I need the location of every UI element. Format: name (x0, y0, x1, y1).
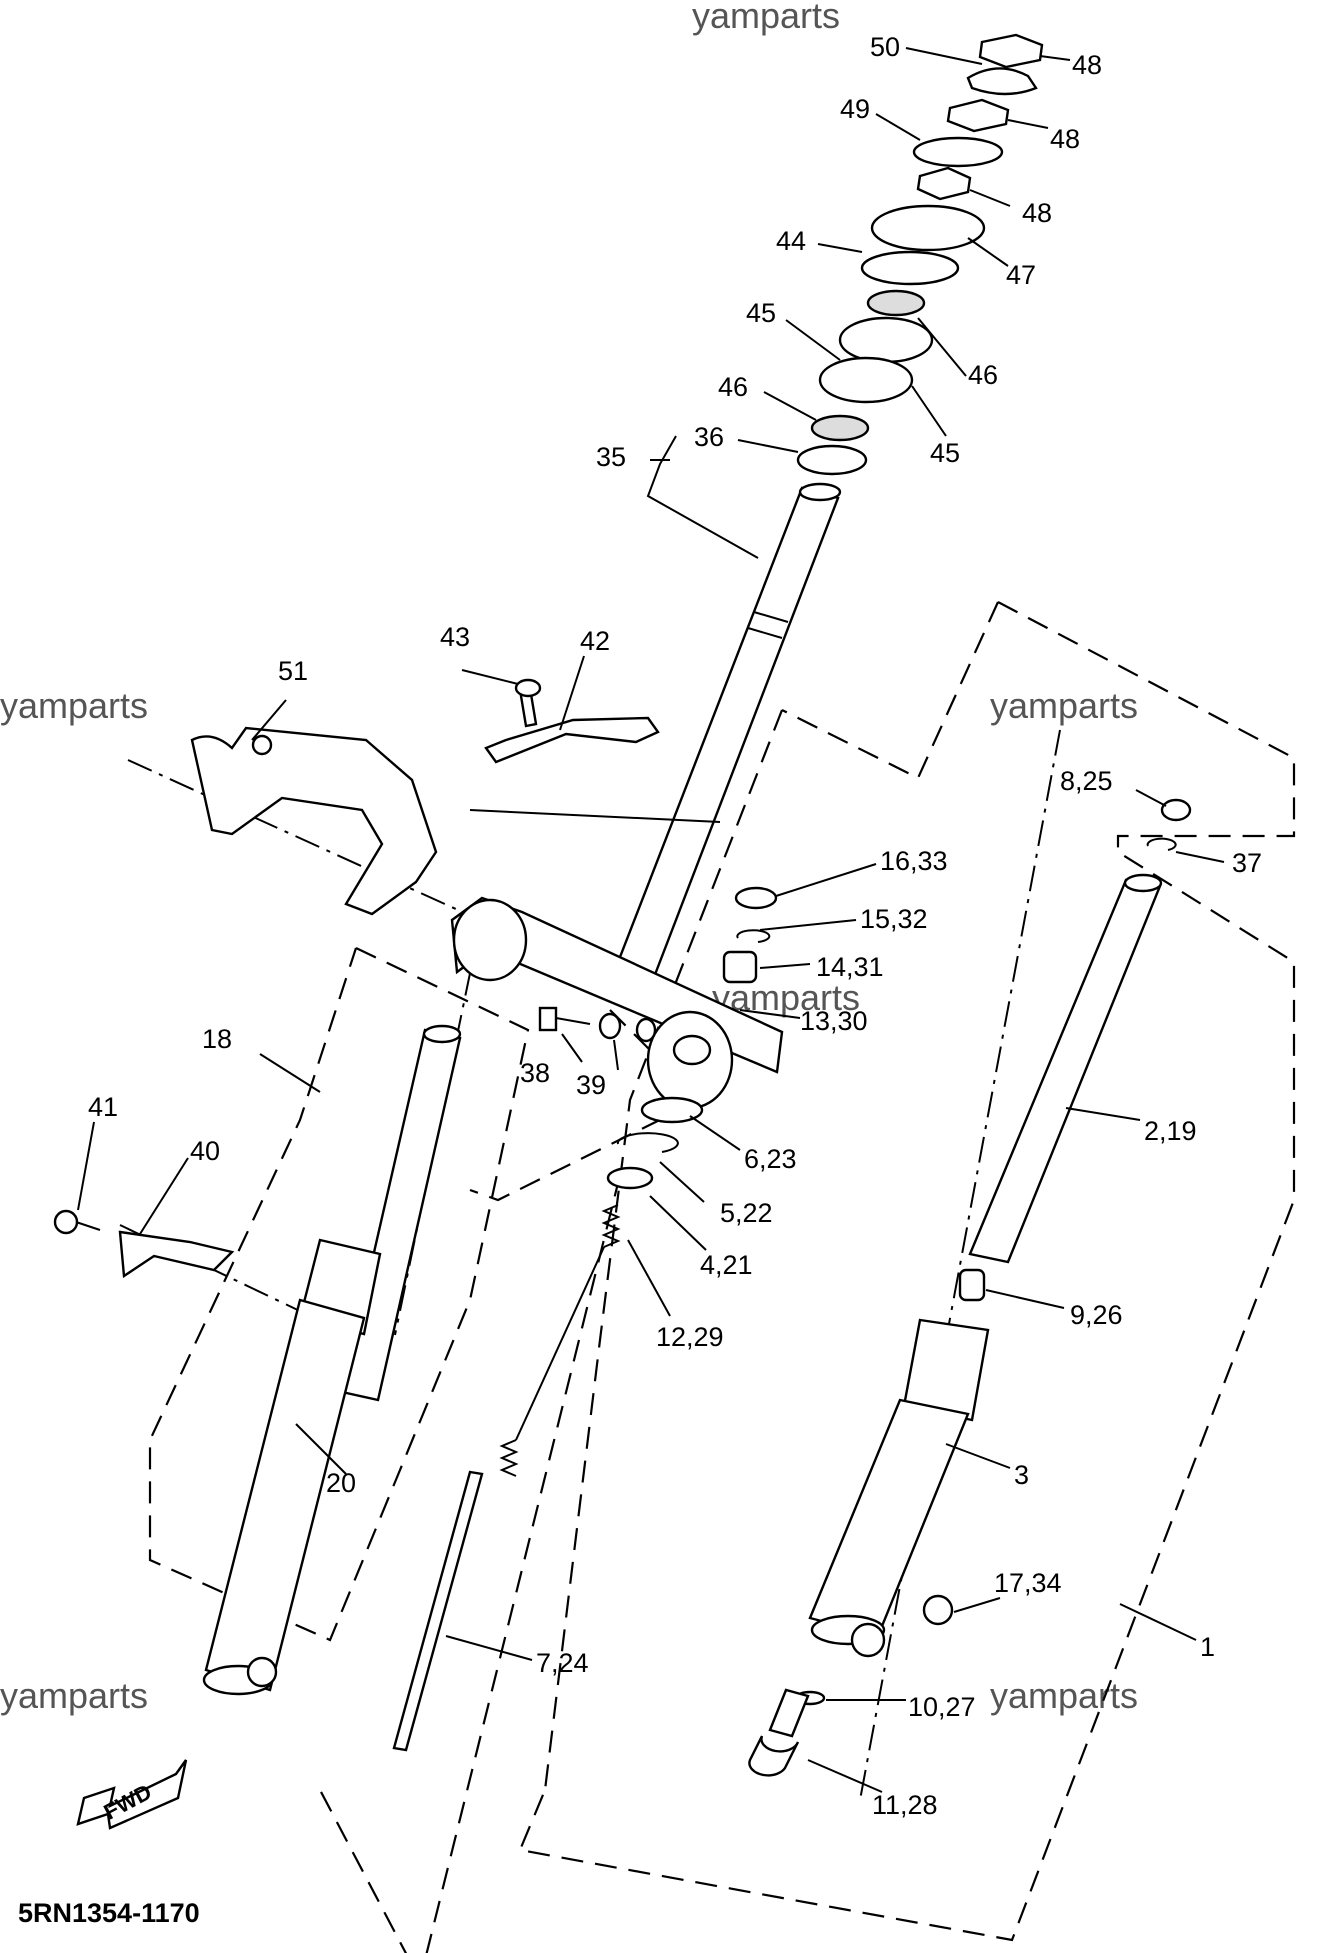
watermark-left: yamparts (0, 685, 148, 726)
under-bracket (450, 896, 784, 1110)
dust-seal-right (902, 1318, 990, 1422)
damper-parts (392, 886, 778, 1752)
watermark-right: yamparts (990, 685, 1138, 726)
callout-39: 39 (576, 1070, 606, 1100)
callout-12-29: 12,29 (656, 1322, 724, 1352)
callout-40: 40 (190, 1136, 220, 1166)
callout-8-25: 8,25 (1060, 766, 1113, 796)
callout-46-b: 46 (718, 372, 748, 402)
assembly-outline-inner (543, 709, 784, 1791)
callout-labels: 50 48 49 48 48 44 47 45 46 46 45 36 35 5… (88, 32, 1262, 1820)
callout-48-mid: 48 (1050, 124, 1080, 154)
callout-16-33: 16,33 (880, 846, 948, 876)
lock-washer-50 (966, 67, 1038, 96)
callout-35: 35 (596, 442, 626, 472)
callout-3: 3 (1014, 1460, 1029, 1490)
bearing-race-44 (860, 250, 960, 286)
ring-nut-48-top (978, 33, 1044, 69)
clip-5 (616, 1132, 679, 1153)
seal-4 (606, 1166, 654, 1190)
callout-45-a: 45 (746, 298, 776, 328)
callout-2-19: 2,19 (1144, 1116, 1197, 1146)
clip-15 (736, 929, 771, 943)
callout-38: 38 (520, 1058, 550, 1088)
forward-arrow-icon: FWD (76, 1759, 188, 1830)
ring-nut-48-low (916, 166, 972, 201)
callout-13-30: 13,30 (800, 1006, 868, 1036)
callout-37: 37 (1232, 848, 1262, 878)
right-fork-1 (748, 798, 1192, 1777)
damper-rod-7 (392, 1470, 484, 1752)
ball-bearing-46-lower (810, 414, 870, 442)
callout-14-31: 14,31 (816, 952, 884, 982)
leader-lines (77, 47, 1225, 1793)
callout-45-b: 45 (930, 438, 960, 468)
callout-4-21: 4,21 (700, 1250, 753, 1280)
callout-48-low: 48 (1022, 198, 1052, 228)
centre-line-guard (119, 1224, 351, 1336)
callout-51: 51 (278, 656, 308, 686)
hose-holder-42 (484, 678, 660, 764)
callout-49: 49 (840, 94, 870, 124)
clip-37 (1146, 837, 1177, 851)
bolt-11 (748, 1688, 810, 1777)
watermark-top: yamparts (692, 0, 840, 36)
steering-stem-35 (606, 482, 842, 1000)
bolt-8 (1160, 798, 1192, 822)
diagram-code: 5RN1354-1170 (18, 1898, 200, 1928)
callout-1: 1 (1200, 1632, 1215, 1662)
callout-7-24: 7,24 (536, 1648, 589, 1678)
collar-14 (722, 950, 758, 984)
cover-47 (870, 204, 986, 252)
callout-43: 43 (440, 622, 470, 652)
callout-48-top: 48 (1072, 50, 1102, 80)
watermark-bottom-left: yamparts (0, 1675, 148, 1716)
cap-16 (734, 886, 778, 910)
inner-tube-right (968, 878, 1162, 1264)
callout-36: 36 (694, 422, 724, 452)
callout-47: 47 (1006, 260, 1036, 290)
seal-36 (796, 444, 868, 476)
inner-tube-left (340, 1028, 462, 1402)
ring-nut-48-mid (946, 98, 1010, 133)
ball-bearing-46-upper (866, 289, 926, 317)
callout-41: 41 (88, 1092, 118, 1122)
oil-lock-9 (958, 1268, 986, 1302)
bearing-race-45-lower (818, 356, 914, 404)
seal-6 (640, 1096, 704, 1124)
callout-20: 20 (326, 1468, 356, 1498)
assembly-outline-right (518, 601, 1296, 1942)
callout-11-28: 11,28 (872, 1790, 938, 1820)
callout-5-22: 5,22 (720, 1198, 773, 1228)
callout-18: 18 (202, 1024, 232, 1054)
clip-17 (922, 1594, 954, 1626)
callout-9-26: 9,26 (1070, 1300, 1123, 1330)
pinch-bolt-38 (538, 1006, 657, 1043)
washer-49 (912, 136, 1004, 168)
assembly-outline-damper (319, 1009, 702, 1953)
bearing-race-45-upper (838, 316, 934, 364)
callout-6-23: 6,23 (744, 1144, 797, 1174)
left-fork-20 (202, 1024, 462, 1696)
bracket-51 (190, 726, 438, 916)
outer-tube-left (204, 1298, 366, 1692)
watermark-bottom-right: yamparts (990, 1675, 1138, 1716)
callout-50: 50 (870, 32, 900, 62)
callout-44: 44 (776, 226, 806, 256)
callout-15-32: 15,32 (860, 904, 928, 934)
centre-line-right-fork (859, 729, 1061, 1801)
fork-guard-40 (53, 1209, 235, 1279)
callout-17-34: 17,34 (994, 1568, 1062, 1598)
callout-10-27: 10,27 (908, 1692, 976, 1722)
callout-46-a: 46 (968, 360, 998, 390)
spring-12 (499, 1204, 621, 1477)
callout-42: 42 (580, 626, 610, 656)
steering-bearing-stack (796, 33, 1044, 476)
